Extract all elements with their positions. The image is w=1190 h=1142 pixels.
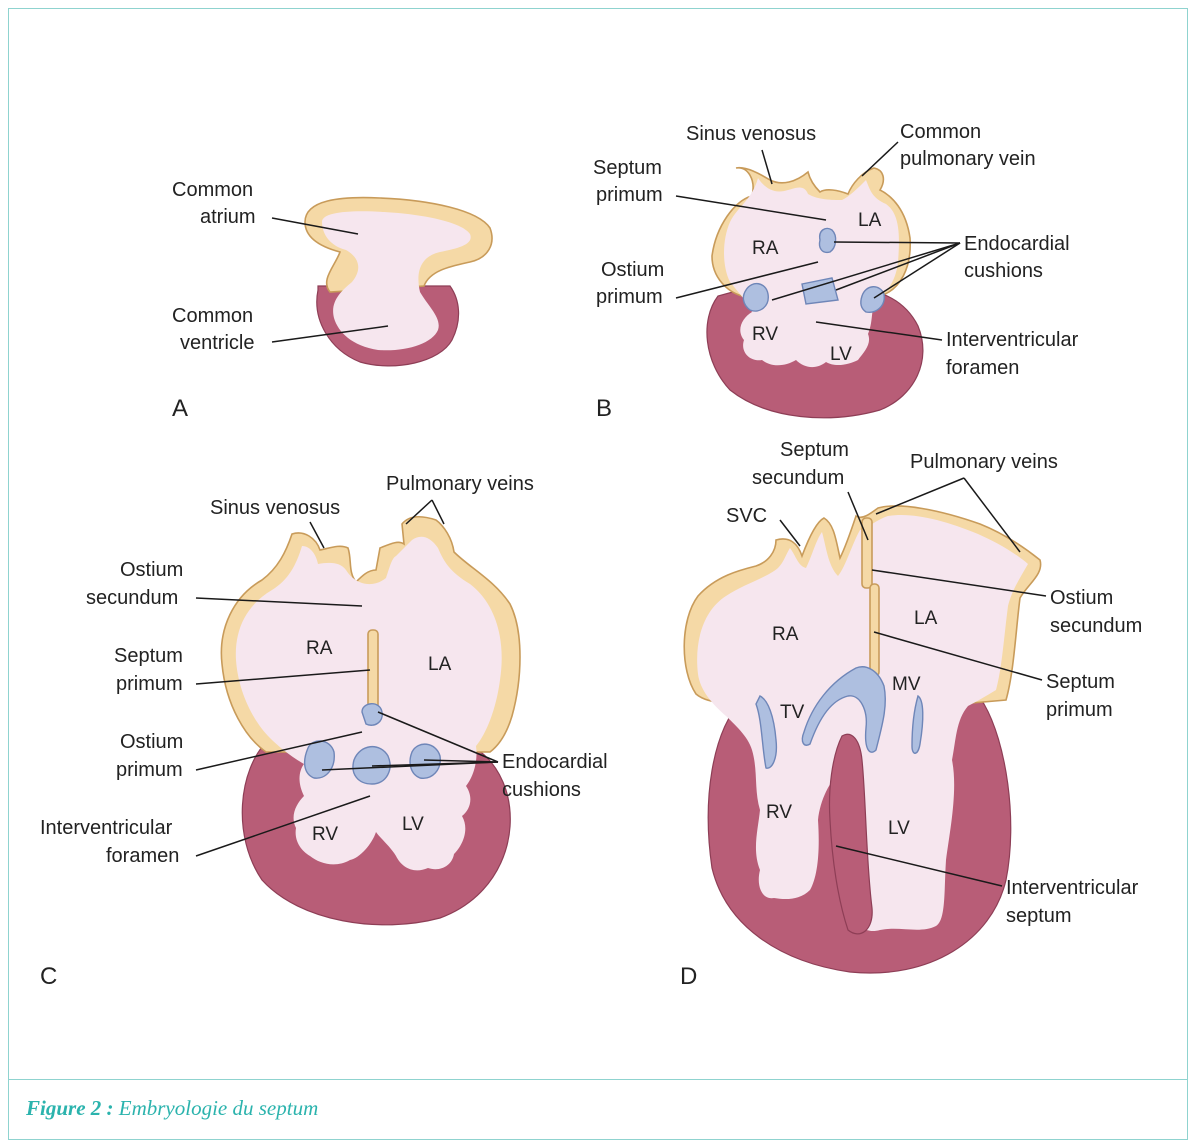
panel-c-label-endocardial-cushions-2: cushions: [502, 779, 581, 801]
panel-c-ra: RA: [306, 638, 333, 659]
panel-c-label-ostium-primum-1: Ostium: [120, 731, 183, 753]
panel-c: RA LA RV LV Sinus venosus Pulmonary vein…: [40, 473, 608, 990]
panel-d-la: LA: [914, 608, 938, 629]
panel-a-label-common-ventricle-1: Common: [172, 305, 253, 327]
panel-d-septum-primum: [870, 584, 879, 676]
panel-d-label-septum-secundum-1: Septum: [780, 439, 849, 461]
panel-d-mv: MV: [892, 674, 921, 695]
panel-d-ra: RA: [772, 624, 799, 645]
panel-b-label-common-pulmonary-vein-2: pulmonary vein: [900, 148, 1036, 170]
panel-b-la: LA: [858, 210, 882, 231]
panel-c-cushion-septum-tip: [362, 704, 382, 726]
panel-d-label-interventricular-septum-1: Interventricular: [1006, 877, 1139, 899]
panel-a: Common atrium Common ventricle A: [172, 179, 492, 422]
panel-b-label-septum-primum-2: primum: [596, 184, 663, 206]
panel-c-label-interventricular-foramen-1: Interventricular: [40, 817, 173, 839]
panel-d-label-pulmonary-veins: Pulmonary veins: [910, 451, 1058, 473]
panel-d-label-svc: SVC: [726, 505, 767, 527]
panel-b-ra: RA: [752, 238, 779, 259]
panel-d-label-septum-secundum-2: secundum: [752, 467, 844, 489]
panel-b-label-endocardial-cushions-1: Endocardial: [964, 233, 1070, 255]
panel-c-septum-primum: [368, 630, 378, 714]
panel-d-label-interventricular-septum-2: septum: [1006, 905, 1072, 927]
panel-b-label-endocardial-cushions-2: cushions: [964, 260, 1043, 282]
panel-d-label-septum-primum-2: primum: [1046, 699, 1113, 721]
figure-caption-prefix: Figure 2 :: [26, 1096, 114, 1120]
panel-c-la: LA: [428, 654, 452, 675]
panel-b-label-sinus-venosus: Sinus venosus: [686, 123, 816, 145]
panel-c-letter: C: [40, 963, 57, 990]
panel-b-cushion-left: [743, 284, 768, 311]
panel-c-label-ostium-secundum-1: Ostium: [120, 559, 183, 581]
panel-c-label-septum-primum-1: Septum: [114, 645, 183, 667]
panel-b-label-septum-primum-1: Septum: [593, 157, 662, 179]
panel-c-lv: LV: [402, 814, 424, 835]
panel-b-label-interventricular-foramen-1: Interventricular: [946, 329, 1079, 351]
panel-b-rv: RV: [752, 324, 778, 345]
panel-a-heart-tube: [305, 198, 492, 366]
panel-c-label-ostium-secundum-2: secundum: [86, 587, 178, 609]
panel-c-cushion-right: [410, 744, 440, 778]
panel-d-tv: TV: [780, 702, 805, 723]
panel-d-label-ostium-secundum-1: Ostium: [1050, 587, 1113, 609]
panel-a-label-common-ventricle-2: ventricle: [180, 332, 254, 354]
panel-d-lv: LV: [888, 818, 910, 839]
panel-d-letter: D: [680, 963, 697, 990]
panel-c-label-sinus-venosus: Sinus venosus: [210, 497, 340, 519]
panel-d-label-ostium-secundum-2: secundum: [1050, 615, 1142, 637]
figure-caption-text: Embryologie du septum: [119, 1096, 318, 1120]
panel-b-letter: B: [596, 395, 612, 422]
panel-a-letter: A: [172, 395, 188, 422]
panel-b-label-ostium-primum-1: Ostium: [601, 259, 664, 281]
panel-b-leader-cushion-1: [834, 242, 960, 243]
figure-caption: Figure 2 : Embryologie du septum: [26, 1096, 318, 1121]
panel-c-label-pulmonary-veins: Pulmonary veins: [386, 473, 534, 495]
panel-c-label-endocardial-cushions-1: Endocardial: [502, 751, 608, 773]
panel-a-label-common-atrium-2: atrium: [200, 206, 256, 228]
panel-a-label-common-atrium-1: Common: [172, 179, 253, 201]
panel-b-label-interventricular-foramen-2: foramen: [946, 357, 1019, 379]
panel-c-label-septum-primum-2: primum: [116, 673, 183, 695]
panel-b-label-common-pulmonary-vein-1: Common: [900, 121, 981, 143]
panel-c-label-interventricular-foramen-2: foramen: [106, 845, 179, 867]
panel-b-lv: LV: [830, 344, 852, 365]
panel-d-label-septum-primum-1: Septum: [1046, 671, 1115, 693]
panel-b: RA LA RV LV Sinus venosus Common pulmona…: [593, 121, 1079, 422]
panel-d: RA LA TV MV RV LV Septum secundum Pulmon…: [680, 439, 1142, 990]
panel-b-cushion-septal: [819, 228, 835, 252]
panel-c-rv: RV: [312, 824, 338, 845]
panel-b-label-ostium-primum-2: primum: [596, 286, 663, 308]
panel-c-label-ostium-primum-2: primum: [116, 759, 183, 781]
panel-d-rv: RV: [766, 802, 792, 823]
